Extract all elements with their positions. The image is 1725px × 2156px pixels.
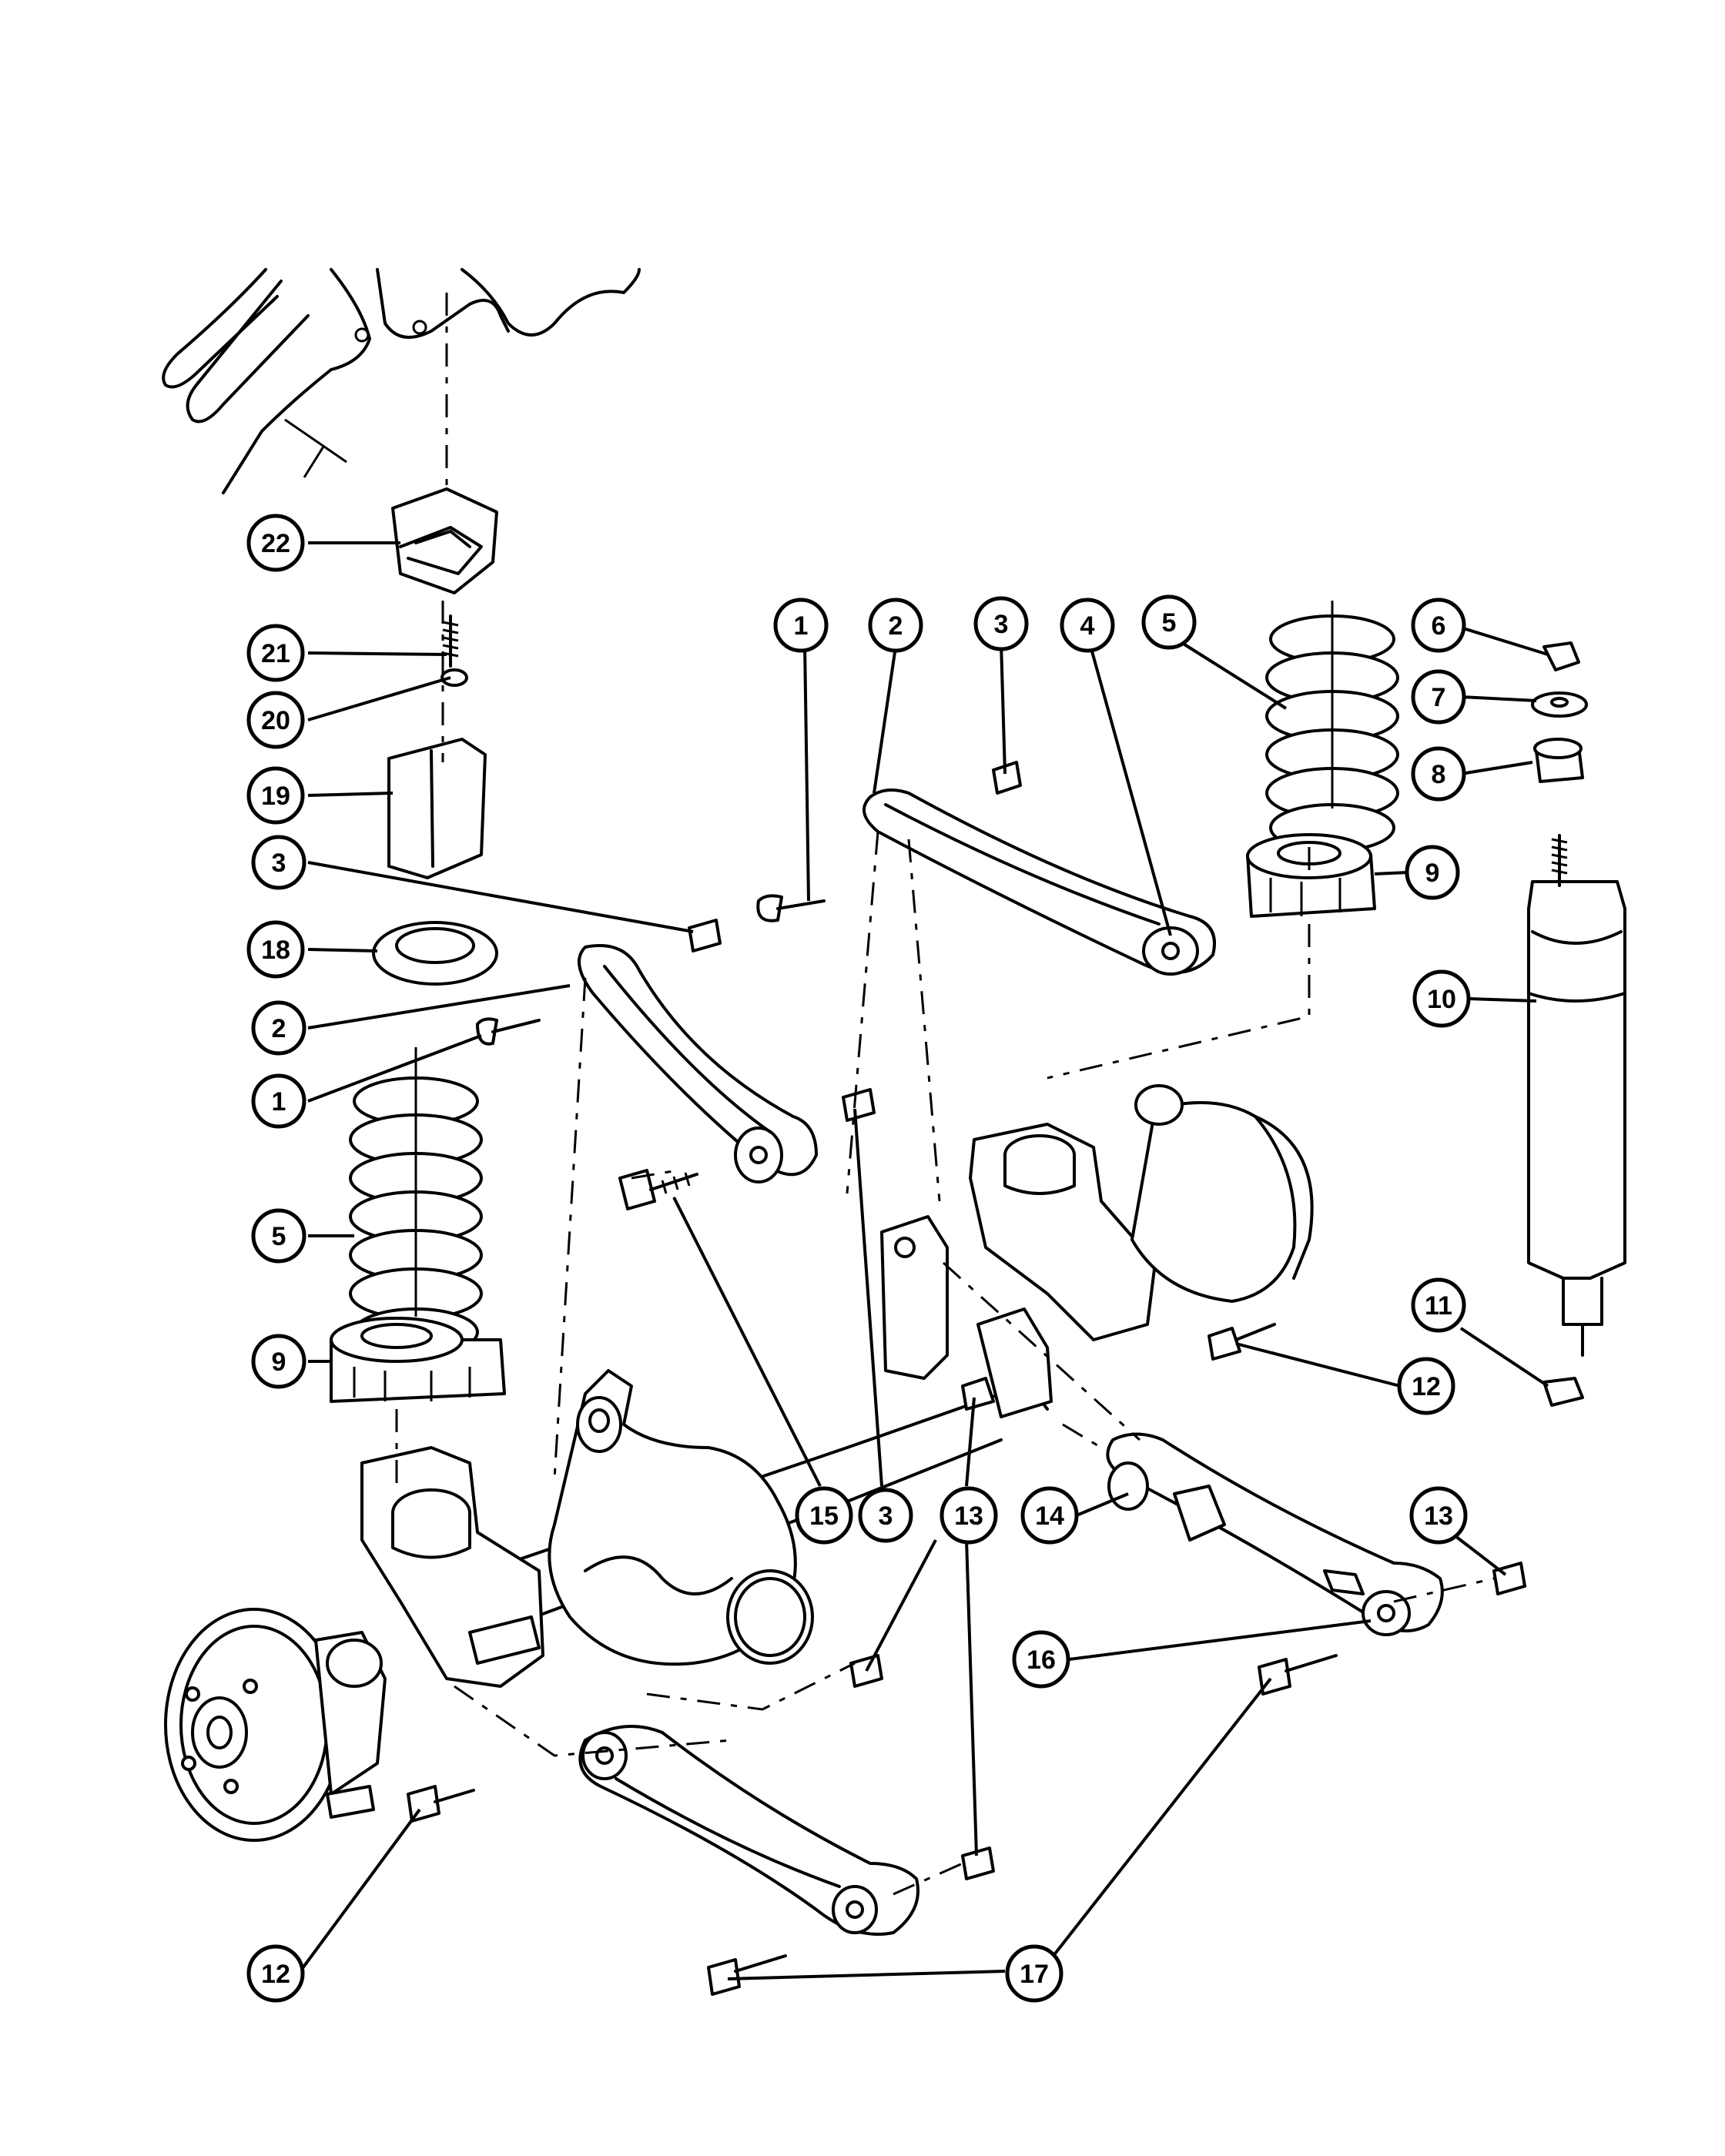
callout-22: 22 (246, 514, 305, 572)
shock-absorber (1527, 834, 1626, 1357)
callout-14: 14 (1020, 1486, 1079, 1545)
callout-6: 6 (1411, 598, 1466, 653)
callout-9: 9 (1405, 845, 1460, 900)
track-bar-bracket (880, 1215, 1053, 1418)
svg-text:16: 16 (1027, 1645, 1056, 1675)
svg-text:10: 10 (1427, 985, 1456, 1014)
knuckle-left (360, 1446, 544, 1688)
callout-16: 16 (1012, 1630, 1070, 1689)
svg-text:2: 2 (889, 611, 903, 641)
callout-12-left: 12 (246, 1944, 305, 2003)
coil-spring-right (1265, 601, 1399, 852)
coil-spring-left (349, 1070, 483, 1357)
svg-text:18: 18 (261, 936, 290, 965)
svg-text:17: 17 (1020, 1960, 1049, 1989)
upper-control-arm-right (862, 788, 1216, 976)
spring-seat-left (330, 1317, 506, 1403)
bolt-12-left (407, 1785, 475, 1823)
svg-text:3: 3 (272, 849, 286, 878)
grommet-8 (1533, 738, 1584, 783)
svg-text:1: 1 (794, 611, 809, 641)
nut-13-lower-middle (961, 1846, 995, 1880)
bolt-17-right (1258, 1654, 1338, 1696)
svg-text:11: 11 (1425, 1291, 1452, 1321)
svg-text:12: 12 (261, 1960, 290, 1989)
callout-4: 4 (1060, 598, 1115, 653)
callout-2: 2 (868, 598, 923, 653)
callout-11: 11 (1411, 1277, 1466, 1333)
svg-text:21: 21 (261, 639, 290, 668)
callout-19: 19 (246, 766, 305, 825)
callout-13-middle: 13 (940, 1486, 998, 1545)
callout-18: 18 (246, 920, 305, 979)
callout-3: 3 (973, 596, 1029, 651)
frame-rail (162, 268, 641, 494)
retainer-7 (1531, 691, 1588, 718)
jounce-bumper-bracket (391, 487, 498, 594)
lower-control-arm-right (1106, 1432, 1444, 1636)
svg-text:9: 9 (1425, 859, 1440, 888)
nut-3-middle (842, 1088, 876, 1122)
svg-text:15: 15 (809, 1502, 839, 1531)
callout-2-left: 2 (251, 1000, 306, 1056)
bolt-21 (442, 614, 459, 668)
bolt-12-right (1208, 1323, 1276, 1361)
front-axle-housing (453, 1369, 1049, 1666)
callout-9-left: 9 (251, 1334, 306, 1389)
bolt-17-left (707, 1954, 787, 1996)
svg-text:22: 22 (261, 529, 290, 558)
callout-3-left: 3 (251, 835, 306, 890)
nut-11 (1542, 1377, 1584, 1407)
svg-text:19: 19 (261, 782, 290, 811)
svg-text:7: 7 (1432, 683, 1446, 712)
callout-5: 5 (1141, 594, 1197, 650)
callout-1-left: 1 (251, 1073, 306, 1129)
shock-nut-6 (1542, 641, 1580, 671)
spring-isolator-18 (372, 921, 498, 986)
svg-text:20: 20 (261, 706, 290, 735)
callout-13-right: 13 (1409, 1486, 1468, 1545)
svg-text:6: 6 (1432, 611, 1446, 641)
upper-control-arm-left (578, 944, 818, 1183)
callout-7: 7 (1411, 669, 1466, 725)
nut-13-upper (961, 1377, 995, 1411)
callout-10: 10 (1412, 969, 1471, 1028)
svg-text:9: 9 (272, 1348, 286, 1377)
callout-15: 15 (795, 1486, 853, 1545)
knuckle-right (969, 1084, 1314, 1341)
nut-3-upper (992, 761, 1022, 795)
svg-text:3: 3 (879, 1502, 893, 1531)
assembly-center-lines (395, 293, 1495, 1896)
callout-3-bottom: 3 (858, 1488, 913, 1543)
brake-rotor-left (164, 1608, 387, 1842)
svg-text:1: 1 (272, 1087, 286, 1116)
svg-text:8: 8 (1432, 760, 1446, 789)
callout-21: 21 (246, 624, 305, 682)
callout-5-left: 5 (251, 1208, 306, 1264)
svg-text:2: 2 (272, 1014, 286, 1043)
svg-text:13: 13 (1424, 1502, 1453, 1531)
bolt-1-right (756, 894, 826, 922)
callout-17: 17 (1005, 1944, 1063, 2003)
bolt-1-left (476, 1017, 541, 1046)
jounce-bumper (387, 738, 487, 879)
svg-text:4: 4 (1080, 611, 1095, 641)
leader-lines (299, 541, 1549, 1980)
svg-text:5: 5 (272, 1222, 286, 1251)
svg-text:5: 5 (1162, 608, 1177, 638)
nut-3-left (688, 919, 722, 952)
washer-20 (440, 668, 468, 687)
callout-8: 8 (1411, 746, 1466, 802)
svg-text:13: 13 (954, 1502, 983, 1531)
spring-seat-right (1246, 833, 1376, 918)
bolt-15 (618, 1169, 698, 1210)
callout-12: 12 (1397, 1357, 1455, 1415)
svg-text:12: 12 (1412, 1372, 1441, 1401)
callout-1: 1 (773, 598, 829, 653)
svg-text:14: 14 (1035, 1502, 1064, 1531)
svg-text:3: 3 (994, 610, 1009, 639)
callout-20: 20 (246, 691, 305, 749)
lower-control-arm-left (578, 1725, 919, 1936)
